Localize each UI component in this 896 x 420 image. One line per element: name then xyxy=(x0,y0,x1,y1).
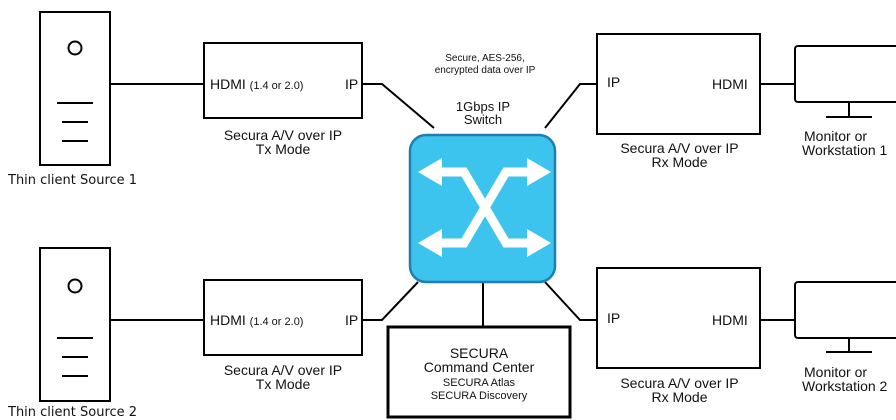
monitor-2-icon xyxy=(794,281,896,353)
encryption-note-line2: encrypted data over IP xyxy=(434,65,536,76)
switch-label-line1: 1Gbps IP xyxy=(455,99,511,114)
tx-unit-2-hdmi: HDMI xyxy=(210,312,246,328)
rx-unit-1-caption-line1: Secura A/V over IP xyxy=(620,140,739,156)
tx-unit-2-hdmi-version: (1.4 or 2.0) xyxy=(249,316,304,328)
link-tx2-switch xyxy=(362,281,419,321)
ip-switch-icon xyxy=(408,133,557,284)
command-center-title-line1: SECURA xyxy=(449,345,509,361)
tx-unit-1-box xyxy=(203,42,363,119)
command-center-title: SECURA Command Center xyxy=(388,346,570,374)
monitor-1-icon xyxy=(794,45,896,118)
link-switch-rx2 xyxy=(544,281,597,321)
encryption-note: Secure, AES-256, encrypted data over IP xyxy=(403,54,567,76)
tx-unit-2-caption: Secura A/V over IP Tx Mode xyxy=(203,363,363,391)
tx-unit-1-ip-label: IP xyxy=(345,76,359,92)
tx-unit-1-caption: Secura A/V over IP Tx Mode xyxy=(203,128,363,156)
monitor-2-caption-line2: Workstation 2 xyxy=(802,378,888,394)
encryption-note-line1: Secure, AES-256, xyxy=(445,53,525,64)
tx-unit-1-caption-line1: Secura A/V over IP xyxy=(223,127,343,143)
command-center-item-atlas: SECURA Atlas xyxy=(442,377,516,389)
switch-label-line2: Switch xyxy=(463,112,503,127)
tx-unit-2-box xyxy=(203,279,363,356)
tx-unit-2-caption-line1: Secura A/V over IP xyxy=(223,362,343,378)
rx-unit-2-ip-label: IP xyxy=(607,310,621,326)
connection-lines xyxy=(110,83,795,326)
link-tx1-switch xyxy=(362,83,435,129)
thin-client-source-2-icon xyxy=(39,247,111,402)
tx-unit-2-ip-label: IP xyxy=(345,312,359,328)
monitor-2-caption-line1: Monitor or xyxy=(804,364,868,380)
tx-unit-1-caption-line2: Tx Mode xyxy=(255,141,311,157)
rx-unit-2-caption-line2: Rx Mode xyxy=(651,389,708,405)
switch-label: 1Gbps IP Switch xyxy=(423,100,543,126)
rx-unit-2-caption-line1: Secura A/V over IP xyxy=(620,375,739,391)
rx-unit-2-caption: Secura A/V over IP Rx Mode xyxy=(597,376,762,404)
rx-unit-2-hdmi-label: HDMI xyxy=(712,312,748,328)
command-center-title-line2: Command Center xyxy=(423,359,535,375)
command-center-items: SECURA Atlas SECURA Discovery xyxy=(388,378,570,402)
rx-unit-1-box xyxy=(596,33,761,135)
rx-unit-1-hdmi-label: HDMI xyxy=(712,76,748,92)
command-center-box xyxy=(386,325,572,419)
link-switch-rx1 xyxy=(544,83,597,129)
thin-client-source-1-icon xyxy=(39,11,111,166)
tx-unit-1-hdmi-version: (1.4 or 2.0) xyxy=(249,80,304,92)
rx-unit-1-caption-line2: Rx Mode xyxy=(651,154,708,170)
rx-unit-1-caption: Secura A/V over IP Rx Mode xyxy=(597,141,762,169)
tx-unit-2-caption-line2: Tx Mode xyxy=(255,376,311,392)
source-2-label: Thin client Source 2 xyxy=(8,405,138,420)
source-1-label: Thin client Source 1 xyxy=(8,173,138,188)
command-center-item-discovery: SECURA Discovery xyxy=(430,390,528,402)
tx-unit-1-hdmi: HDMI xyxy=(210,76,246,92)
tx-unit-2-hdmi-label: HDMI (1.4 or 2.0) xyxy=(210,313,303,328)
rx-unit-2-box xyxy=(596,267,761,369)
monitor-2-caption: Monitor or Workstation 2 xyxy=(783,365,896,393)
tx-unit-1-hdmi-label: HDMI (1.4 or 2.0) xyxy=(210,77,303,92)
rx-unit-1-ip-label: IP xyxy=(607,74,621,90)
monitor-1-caption-line1: Monitor or xyxy=(804,128,868,144)
monitor-1-caption: Monitor or Workstation 1 xyxy=(783,129,896,157)
monitor-1-caption-line2: Workstation 1 xyxy=(802,142,888,158)
